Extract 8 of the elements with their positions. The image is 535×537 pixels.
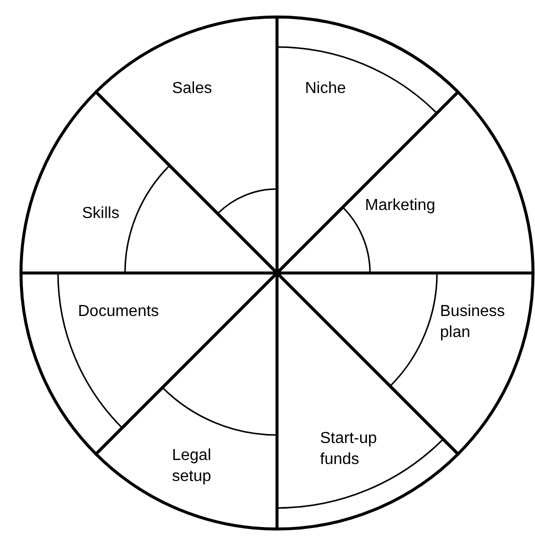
sector-label: Start-up funds — [320, 429, 378, 470]
sector-label: Skills — [82, 204, 120, 224]
sector-label: Legal setup — [172, 446, 212, 487]
sector-label: Sales — [172, 79, 212, 99]
sector-label: Business plan — [440, 302, 506, 343]
sector-label: Niche — [305, 79, 346, 99]
sector-label: Marketing — [365, 196, 436, 216]
sector-label: Documents — [78, 302, 159, 322]
